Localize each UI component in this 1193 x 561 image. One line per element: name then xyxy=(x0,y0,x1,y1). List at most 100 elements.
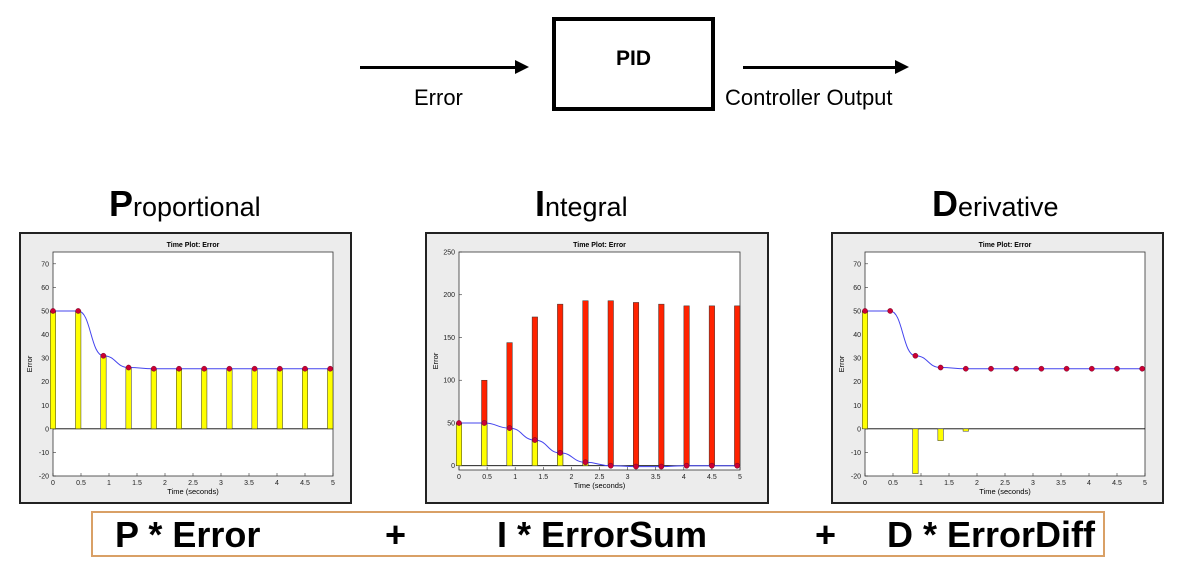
plot-area xyxy=(864,251,1146,477)
y-tick-label: 20 xyxy=(41,379,49,386)
x-tick-label: 2 xyxy=(163,480,167,487)
x-tick-label: 4.5 xyxy=(1112,480,1122,487)
x-tick-label: 1.5 xyxy=(944,480,954,487)
error-point xyxy=(582,459,589,466)
x-tick-label: 3 xyxy=(626,474,630,481)
y-tick-label: 50 xyxy=(853,308,861,315)
error-bar xyxy=(937,428,944,441)
error-point xyxy=(302,365,308,372)
integral-bar xyxy=(582,300,589,466)
y-tick-label: 70 xyxy=(853,261,861,268)
error-point xyxy=(1038,365,1045,372)
error-point xyxy=(607,462,614,469)
error-point xyxy=(1063,365,1070,372)
error-point xyxy=(251,365,258,372)
error-bar xyxy=(100,355,107,430)
x-tick-label: 4.5 xyxy=(707,474,717,481)
y-tick-label: 40 xyxy=(853,332,861,339)
x-axis-label: Time (seconds) xyxy=(979,487,1031,496)
error-bar xyxy=(50,310,56,430)
error-point xyxy=(633,463,639,470)
y-axis-label: Error xyxy=(431,352,440,369)
y-tick-label: 0 xyxy=(857,426,861,433)
error-point xyxy=(1088,365,1095,372)
error-point xyxy=(75,308,82,314)
x-tick-label: 4 xyxy=(275,480,279,487)
error-bar xyxy=(226,368,233,430)
y-axis-label: Error xyxy=(25,355,34,372)
error-line xyxy=(459,422,738,468)
x-tick-label: 0 xyxy=(863,480,867,487)
output-arrow-head xyxy=(895,60,909,74)
x-tick-label: 1.5 xyxy=(132,480,142,487)
heading-integral: Integral xyxy=(535,183,628,225)
controller-output-label: Controller Output xyxy=(725,85,893,110)
x-tick-label: 5 xyxy=(331,480,335,487)
error-point xyxy=(557,450,563,456)
integral-bar xyxy=(708,305,715,466)
integral-bar xyxy=(658,303,665,466)
y-tick-label: 60 xyxy=(853,285,861,292)
error-point xyxy=(1114,365,1120,372)
error-bar xyxy=(327,368,334,430)
input-arrow-head xyxy=(515,60,529,74)
error-point xyxy=(506,425,513,431)
y-tick-label: 50 xyxy=(41,308,49,315)
error-bar xyxy=(276,368,283,430)
error-point xyxy=(481,420,488,426)
heading-initial: D xyxy=(932,183,958,224)
error-bar xyxy=(962,428,969,432)
y-tick-label: 150 xyxy=(443,335,455,342)
error-point xyxy=(532,437,538,443)
error-point xyxy=(709,462,715,469)
x-tick-label: 2.5 xyxy=(1000,480,1010,487)
error-point xyxy=(150,365,157,372)
x-tick-label: 0.5 xyxy=(482,474,492,481)
error-point xyxy=(683,462,690,469)
x-tick-label: 1 xyxy=(919,480,923,487)
error-bar xyxy=(456,422,462,466)
error-bar xyxy=(75,310,82,430)
x-tick-label: 1 xyxy=(513,474,517,481)
x-tick-label: 3.5 xyxy=(651,474,661,481)
plot-area xyxy=(52,251,334,477)
chart-title: Time Plot: Error xyxy=(167,242,220,249)
error-bar xyxy=(912,428,919,474)
y-tick-label: 10 xyxy=(41,403,49,410)
integral-bar xyxy=(607,300,614,466)
y-tick-label: 100 xyxy=(443,378,455,385)
heading-rest: roportional xyxy=(133,192,261,222)
input-arrow-line xyxy=(360,66,518,69)
error-point xyxy=(50,308,56,314)
error-point xyxy=(937,364,944,371)
plot-area xyxy=(458,251,741,471)
x-tick-label: 1 xyxy=(107,480,111,487)
y-tick-label: 250 xyxy=(443,250,455,257)
d-term: D * ErrorDiff xyxy=(887,514,1096,555)
x-tick-label: 2 xyxy=(975,480,979,487)
error-point xyxy=(734,462,740,469)
error-bar xyxy=(506,427,513,466)
pid-block: PID xyxy=(552,17,715,111)
error-point xyxy=(862,308,868,314)
x-tick-label: 3 xyxy=(1031,480,1035,487)
heading-initial: I xyxy=(535,183,546,224)
error-point xyxy=(1139,365,1146,372)
error-bar xyxy=(481,422,488,466)
formula-box xyxy=(91,511,1105,557)
error-point xyxy=(226,365,233,372)
x-tick-label: 4 xyxy=(1087,480,1091,487)
y-tick-label: -10 xyxy=(39,450,49,457)
y-tick-label: -20 xyxy=(851,474,861,481)
y-tick-label: 0 xyxy=(45,426,49,433)
x-tick-label: 3.5 xyxy=(244,480,254,487)
x-tick-label: 3.5 xyxy=(1056,480,1066,487)
error-point xyxy=(912,352,919,359)
x-tick-label: 2.5 xyxy=(595,474,605,481)
error-bar xyxy=(201,368,208,430)
error-point xyxy=(658,463,665,470)
error-label: Error xyxy=(414,85,463,110)
